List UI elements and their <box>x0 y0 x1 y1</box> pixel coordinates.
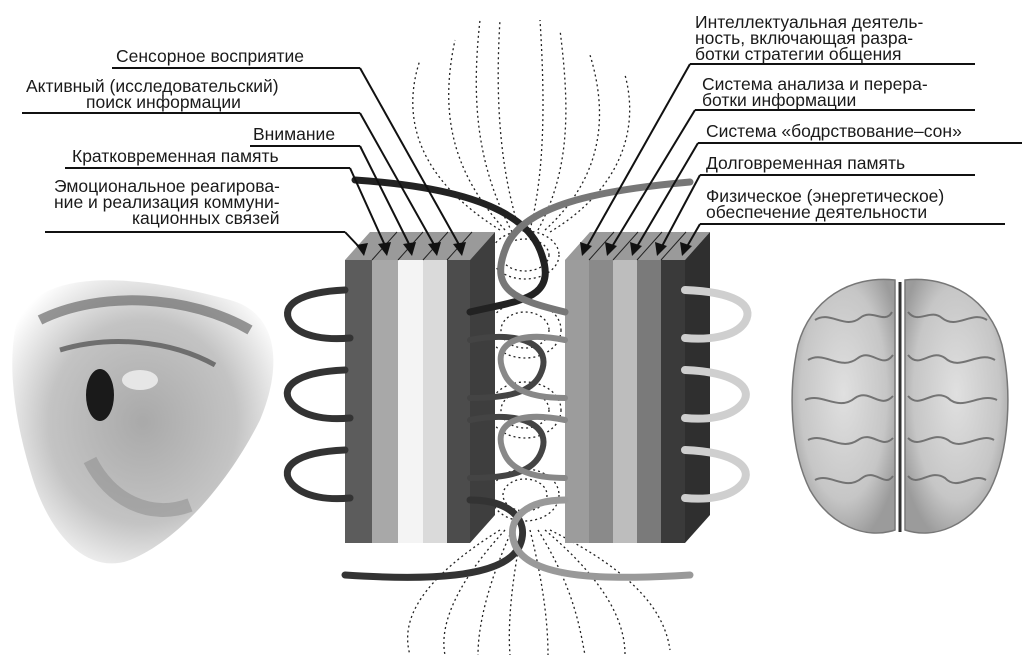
label-attention: Внимание <box>253 126 335 142</box>
bar-left-4 <box>423 260 447 543</box>
label-sensory-perception: Сенсорное восприятие <box>116 48 304 64</box>
label-physical-support: Физическое (энергетическое) обеспечение … <box>706 188 944 220</box>
eye-image <box>12 280 273 563</box>
bar-right-5 <box>661 260 685 543</box>
bar-right-2 <box>589 260 613 543</box>
label-emotional-response: Эмоциональное реагирова- ние и реализаци… <box>54 178 280 226</box>
brain-image <box>792 279 1008 533</box>
bar-right-4 <box>637 260 661 543</box>
label-wake-sleep-system: Система «бодрствование–сон» <box>706 123 962 139</box>
label-intellectual-activity: Интеллектуальная деятель- ность, включаю… <box>695 14 923 62</box>
label-active-search: Активный (исследовательский) поиск инфор… <box>26 78 279 110</box>
bar-right-1 <box>565 260 589 543</box>
label-short-term-memory: Кратковременная память <box>72 148 279 164</box>
label-long-term-memory: Долговременная память <box>706 155 905 171</box>
bar-left-3 <box>398 260 423 543</box>
bar-left-2 <box>372 260 398 543</box>
label-analysis-system: Система анализа и перера- ботки информац… <box>702 76 928 108</box>
left-block <box>345 232 495 543</box>
bar-right-3 <box>613 260 637 543</box>
